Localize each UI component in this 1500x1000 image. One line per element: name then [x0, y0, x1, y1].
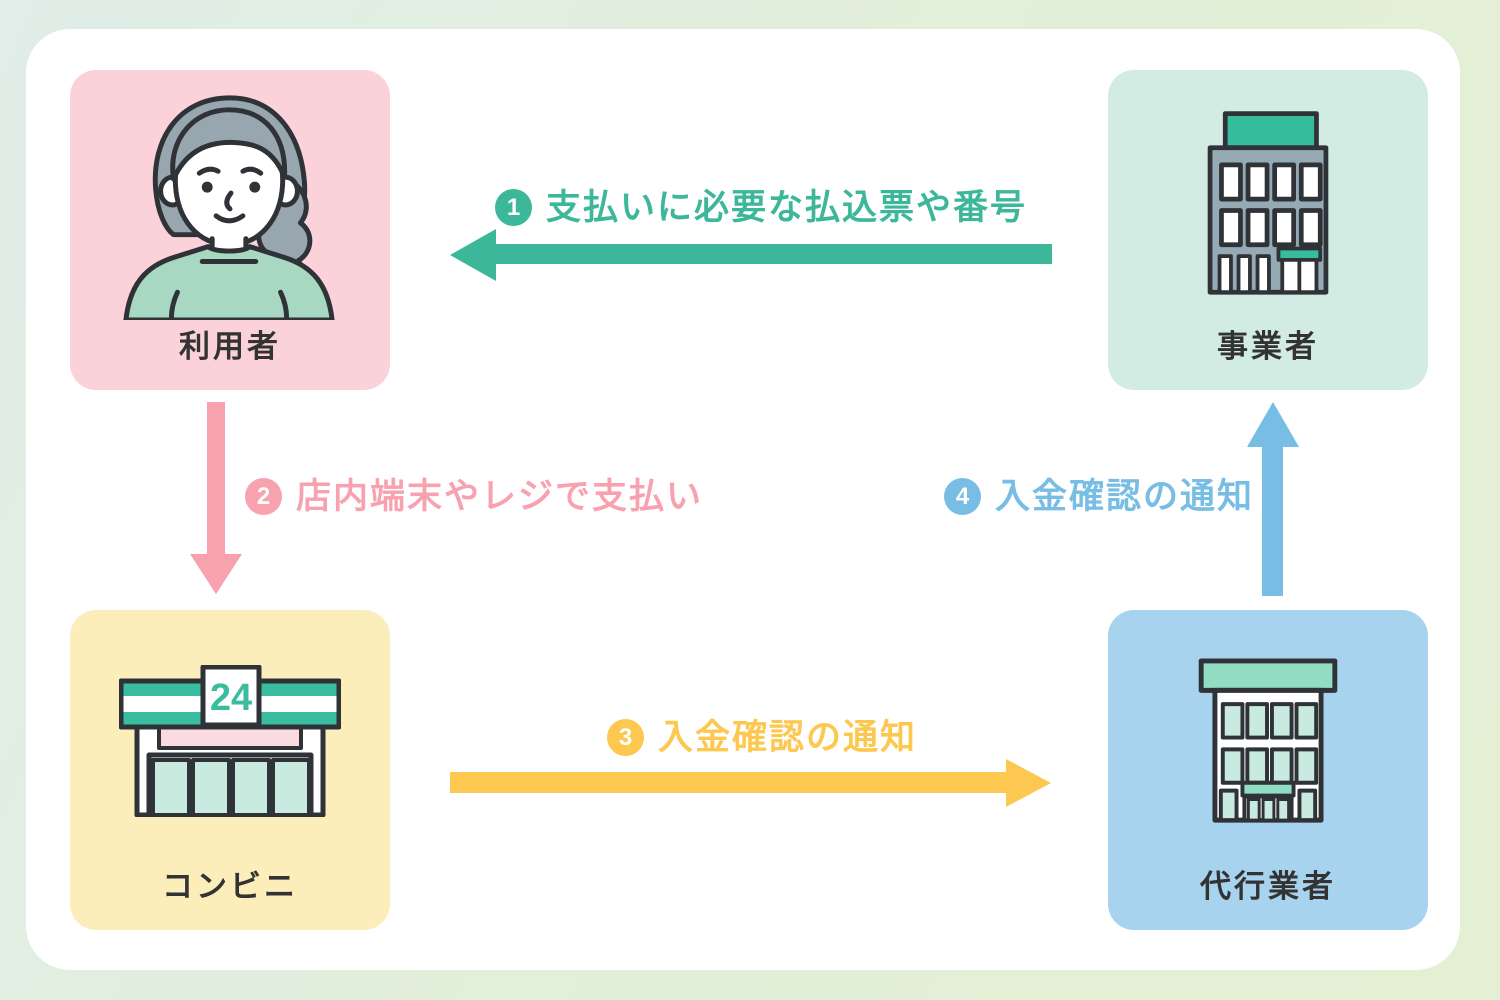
step4-text: 入金確認の通知 — [995, 477, 1255, 516]
step3-label: 3 入金確認の通知 — [607, 719, 917, 756]
arrow1-left-arrowhead-icon — [450, 229, 496, 281]
step3-text: 入金確認の通知 — [658, 718, 918, 757]
convenience-store-icon: 24 — [119, 664, 341, 817]
arrow3-shaft — [450, 772, 1006, 793]
store-icon-wrap: 24 — [70, 610, 390, 871]
agency-label: 代行業者 — [1200, 869, 1336, 904]
arrow4-up-arrowhead-icon — [1247, 402, 1299, 447]
node-user: 利用者 — [70, 70, 390, 390]
step4-number-badge: 4 — [944, 478, 981, 515]
arrow2-shaft — [207, 402, 225, 554]
node-store: 24 コンビニ — [70, 610, 390, 930]
step1-text: 支払いに必要な払込票や番号 — [546, 188, 1028, 227]
office-building-icon — [1207, 110, 1329, 295]
business-label: 事業者 — [1217, 329, 1319, 364]
store-label: コンビニ — [162, 869, 298, 904]
arrow4-shaft — [1262, 446, 1283, 596]
step2-label: 2 店内端末やレジで支払い — [245, 478, 703, 515]
agency-building-icon — [1198, 657, 1338, 823]
step1-label: 1 支払いに必要な払込票や番号 — [495, 189, 1027, 226]
step1-number-badge: 1 — [495, 189, 532, 226]
node-agency: 代行業者 — [1108, 610, 1428, 930]
step4-label: 4 入金確認の通知 — [944, 478, 1254, 515]
arrow3-right-arrowhead-icon — [1006, 759, 1051, 807]
arrow1-shaft — [494, 244, 1052, 264]
user-icon-wrap — [70, 70, 390, 331]
step2-number-badge: 2 — [245, 478, 282, 515]
node-business: 事業者 — [1108, 70, 1428, 390]
business-icon-wrap — [1108, 70, 1428, 331]
agency-icon-wrap — [1108, 610, 1428, 871]
step2-text: 店内端末やレジで支払い — [296, 477, 704, 516]
user-label: 利用者 — [179, 329, 281, 364]
step3-number-badge: 3 — [607, 719, 644, 756]
woman-icon — [123, 94, 335, 320]
arrow2-down-arrowhead-icon — [190, 554, 242, 594]
store-sign-24: 24 — [210, 677, 252, 719]
